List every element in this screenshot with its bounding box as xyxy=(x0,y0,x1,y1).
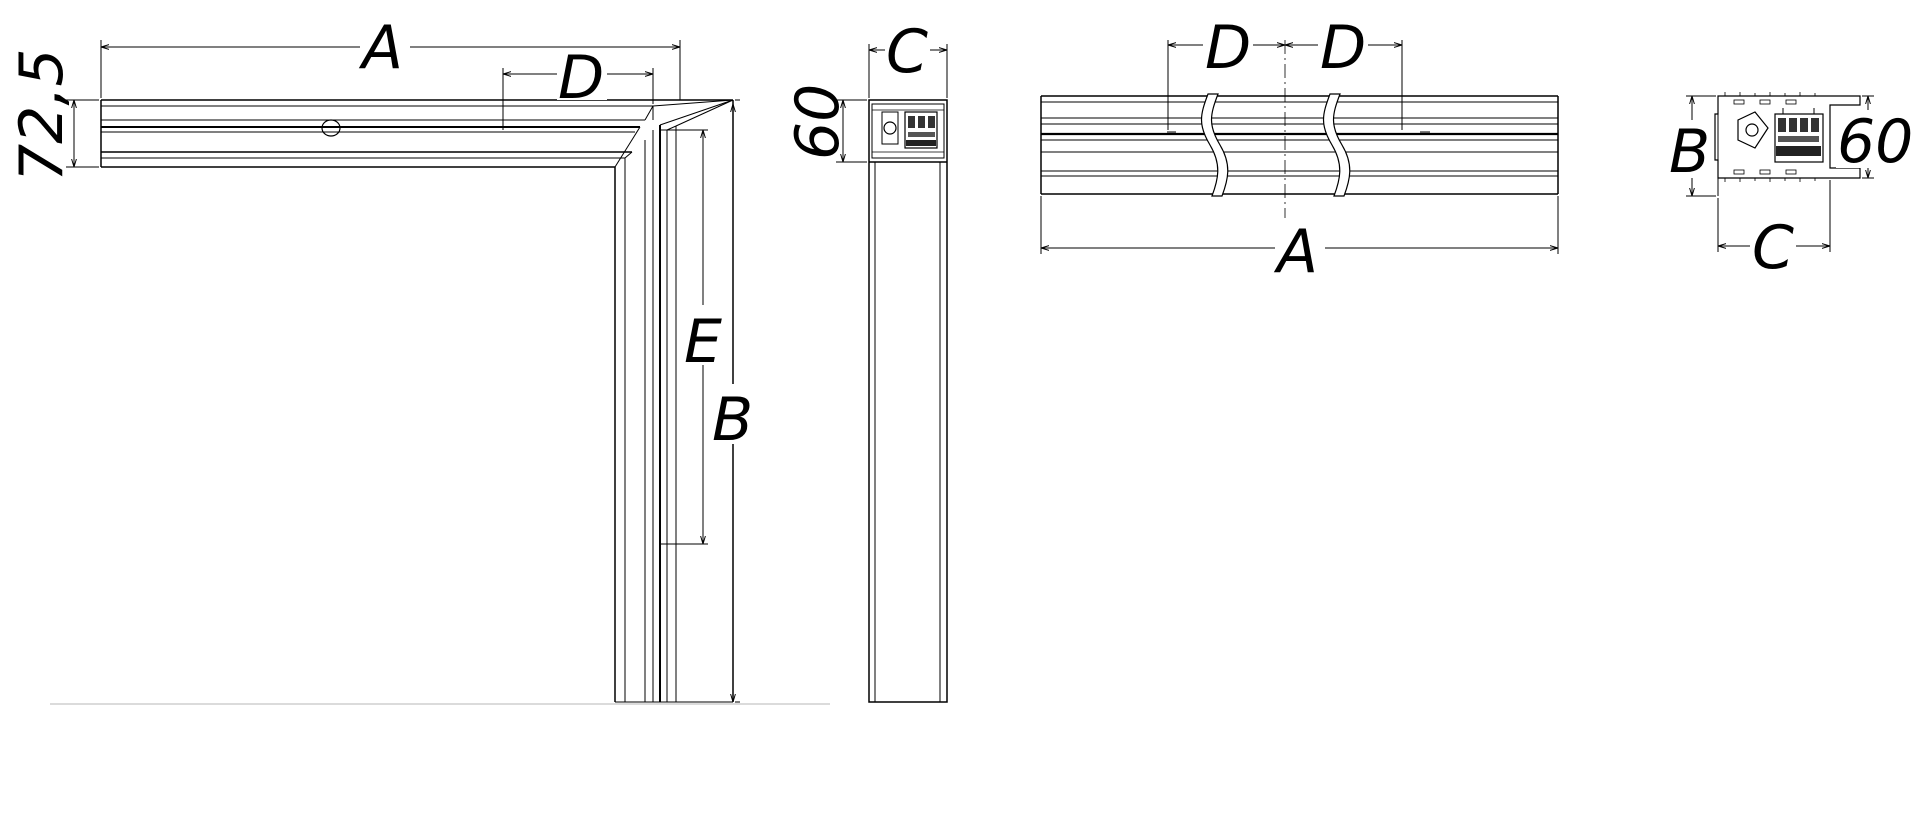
mount-clip xyxy=(1737,111,1769,149)
housing-outline xyxy=(1714,95,1861,179)
straight-profile-view: D D A xyxy=(1040,13,1559,287)
label-A: A xyxy=(358,13,403,83)
label-60: 60 xyxy=(783,84,853,160)
label-72-5: 72,5 xyxy=(7,48,77,182)
label-C-section: C xyxy=(1752,213,1794,283)
label-D-left: D xyxy=(1205,13,1251,83)
corner-view: A D 72,5 E B xyxy=(7,13,830,705)
terminal-block xyxy=(1774,108,1824,163)
label-E: E xyxy=(684,307,722,377)
profile-body xyxy=(1040,95,1559,195)
label-A-bottom: A xyxy=(1273,217,1318,287)
label-60-section: 60 xyxy=(1837,107,1913,177)
label-B-section: B xyxy=(1669,117,1710,187)
label-D: D xyxy=(558,43,604,113)
side-profile xyxy=(868,99,948,703)
cross-section-view: B 60 C xyxy=(1668,92,1913,283)
label-B: B xyxy=(712,385,753,455)
side-view: C 60 xyxy=(783,17,948,703)
label-D-right: D xyxy=(1320,13,1366,83)
label-C: C xyxy=(886,17,928,87)
mounting-hole xyxy=(321,119,341,137)
break-marks xyxy=(1200,93,1351,197)
connector-block xyxy=(871,103,945,159)
